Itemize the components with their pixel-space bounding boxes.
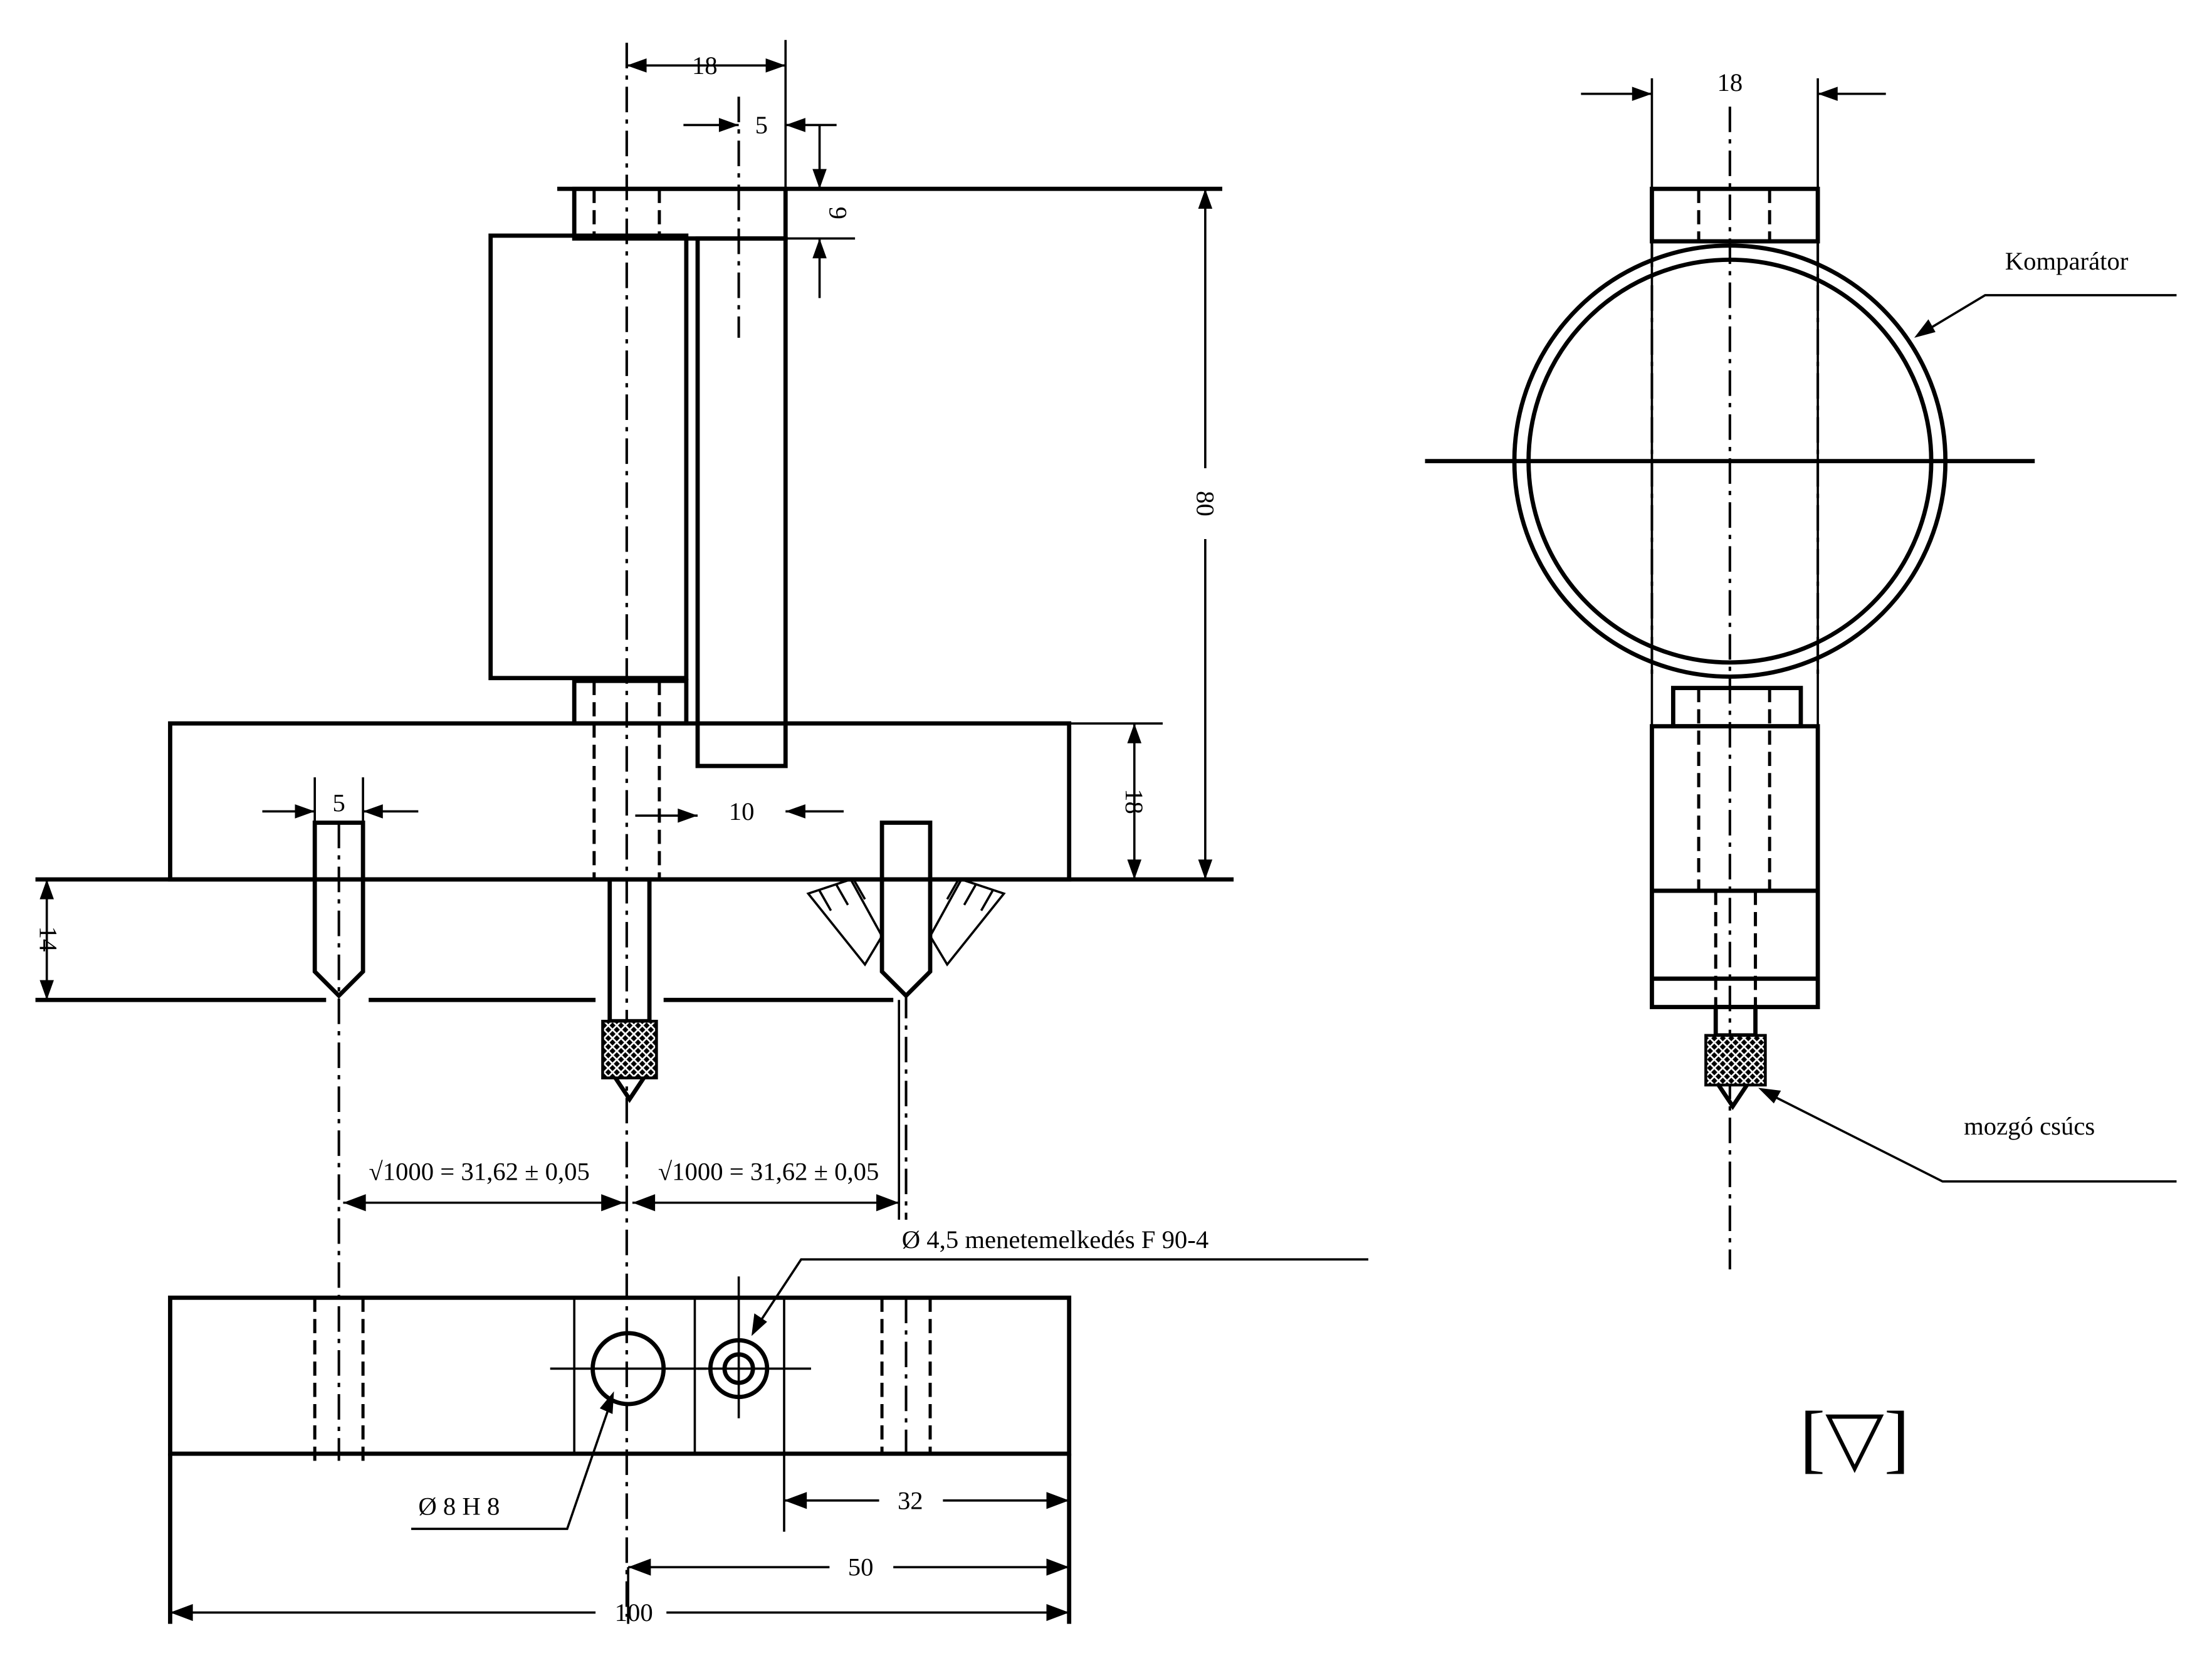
knurled-grip bbox=[601, 1019, 658, 1079]
dim-14: 14 bbox=[34, 926, 62, 952]
dim-32: 32 bbox=[898, 1486, 923, 1514]
dim-5-top: 5 bbox=[755, 111, 768, 139]
dim-18-top: 18 bbox=[692, 51, 718, 80]
dim-18-side: 18 bbox=[1717, 68, 1743, 97]
dim-9: 9 bbox=[824, 207, 852, 219]
hole-label: Ø 8 H 8 bbox=[418, 1492, 500, 1520]
dim-spacing-right: √1000 = 31,62 ± 0,05 bbox=[658, 1158, 879, 1186]
side-view: 18 Komparátor mozgó csúcs [▽] bbox=[1425, 68, 2177, 1481]
dim-100: 100 bbox=[615, 1598, 653, 1627]
comparator-body bbox=[488, 233, 689, 681]
plan-view: Ø 4,5 menetemelkedés F 90-4 Ø 8 H 8 32 5… bbox=[168, 1225, 1369, 1627]
comparator-label: Komparátor bbox=[2005, 247, 2129, 275]
dim-18-base: 18 bbox=[1120, 789, 1148, 814]
surface-finish-symbol: [▽] bbox=[1800, 1396, 1909, 1481]
dim-50: 50 bbox=[848, 1553, 874, 1581]
moving-tip-label: mozgó csúcs bbox=[1964, 1112, 2095, 1140]
dim-spacing-left: √1000 = 31,62 ± 0,05 bbox=[369, 1158, 590, 1186]
thread-note: Ø 4,5 menetemelkedés F 90-4 bbox=[902, 1225, 1208, 1254]
dim-80: 80 bbox=[1191, 491, 1219, 517]
front-view bbox=[35, 39, 1234, 1617]
dim-5-pin: 5 bbox=[332, 789, 345, 817]
stem bbox=[695, 236, 788, 768]
base-block bbox=[168, 721, 1072, 882]
dim-10: 10 bbox=[729, 797, 755, 826]
